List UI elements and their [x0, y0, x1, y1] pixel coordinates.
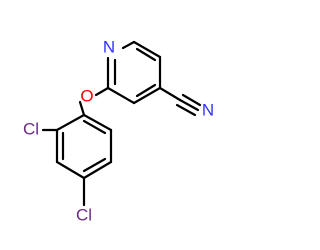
bond-c4p-c5p: [82, 160, 113, 180]
bond-c4-c3: [132, 86, 162, 105]
bond-c2-o: [94, 86, 110, 97]
bond-c6p-c1p-inner: [82, 119, 107, 135]
bond-c6p-c1p: [82, 113, 113, 132]
bond-c4-c3-inner: [135, 83, 157, 98]
bond-layer: [41, 40, 202, 207]
bond-o-c1p: [78, 100, 86, 117]
bond-triple-1: [178, 98, 200, 112]
bond-triple-2: [181, 93, 202, 107]
structure-canvas: N O N Cl Cl: [22, 37, 215, 225]
bond-c3-c2: [106, 86, 136, 105]
molecule-structure: N O N Cl Cl: [23, 37, 214, 224]
nitrogen-nitrile-label: N: [202, 100, 214, 119]
chlorine-ortho-label: Cl: [23, 119, 39, 138]
atom-label-layer: N O N Cl Cl: [23, 37, 214, 224]
bond-triple-3: [175, 103, 197, 117]
oxygen-ether-label: O: [80, 86, 93, 105]
bond-c6-c5-inner: [135, 47, 157, 62]
bond-c6-c5: [132, 40, 162, 59]
nitrogen-ring-label: N: [103, 37, 115, 56]
bond-c4p-c5p-inner: [82, 157, 107, 173]
bond-n-c6: [121, 40, 136, 50]
chlorine-para-label: Cl: [76, 205, 92, 224]
bond-c4-cn: [158, 86, 182, 102]
bond-c1p-c2p: [55, 113, 86, 132]
bond-c3p-c4p: [55, 160, 86, 180]
